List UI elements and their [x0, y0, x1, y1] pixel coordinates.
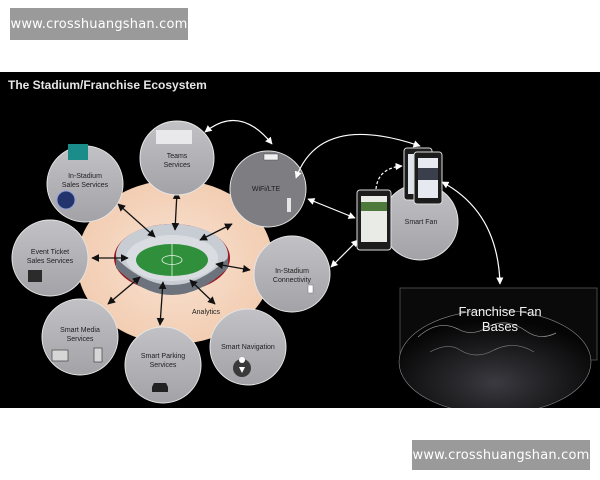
shop-icon — [68, 144, 88, 160]
event-ticket-label-line2: Sales Services — [27, 258, 74, 265]
smart-navigation-label: Smart Navigation — [221, 344, 275, 351]
antenna-icon — [287, 198, 291, 212]
connectivity-label-line1: In-Stadium — [275, 268, 309, 275]
instadium-sales-label-line2: Sales Services — [62, 182, 109, 189]
access-point-icon — [263, 153, 279, 161]
smart-parking-label-line1: Smart Parking — [141, 353, 185, 360]
network-arrows — [204, 119, 504, 285]
stadium-arrows — [91, 191, 251, 326]
connectivity-label-line2: Connectivity — [273, 277, 312, 284]
fan-bases-label-line2: Bases — [482, 319, 519, 334]
node-smart-navigation: Smart Navigation — [209, 308, 287, 386]
badge-icon — [56, 190, 76, 210]
event-ticket-label-line1: Event Ticket — [31, 249, 69, 256]
ecosystem-diagram: The Stadium/Franchise Ecosystem Analytic… — [8, 78, 598, 408]
smart-media-label-line2: Services — [67, 336, 94, 343]
instadium-sales-label-line1: In-Stadium — [68, 173, 102, 180]
car-icon — [152, 383, 168, 392]
teams-icon — [156, 130, 192, 144]
ticket-icon — [28, 270, 42, 282]
ecosystem-slide: The Stadium/Franchise Ecosystem Analytic… — [0, 72, 600, 408]
smart-fan-label: Smart Fan — [405, 219, 438, 226]
smart-parking-label-line2: Services — [150, 362, 177, 369]
router-icon — [307, 284, 314, 294]
watermark-top: www.crosshuangshan.com — [10, 8, 188, 40]
smart-media-label-line1: Smart Media — [60, 327, 100, 334]
tablet-device — [356, 189, 392, 251]
watermark-bottom: www.crosshuangshan.com — [412, 440, 590, 470]
location-pin-icon — [233, 357, 251, 377]
phone-icon — [93, 347, 103, 363]
fan-bases-label-line1: Franchise Fan — [458, 304, 541, 319]
teams-label-line2: Services — [164, 162, 191, 169]
phone-devices — [403, 147, 443, 205]
globe-icon — [398, 309, 592, 408]
node-wifi-lte: WiFi/LTE — [229, 150, 307, 228]
analytics-label: Analytics — [192, 309, 221, 316]
monitor-icon — [51, 349, 69, 362]
slide-title: The Stadium/Franchise Ecosystem — [8, 78, 207, 92]
wifi-label: WiFi/LTE — [252, 186, 281, 193]
teams-label-line1: Teams — [167, 153, 188, 160]
